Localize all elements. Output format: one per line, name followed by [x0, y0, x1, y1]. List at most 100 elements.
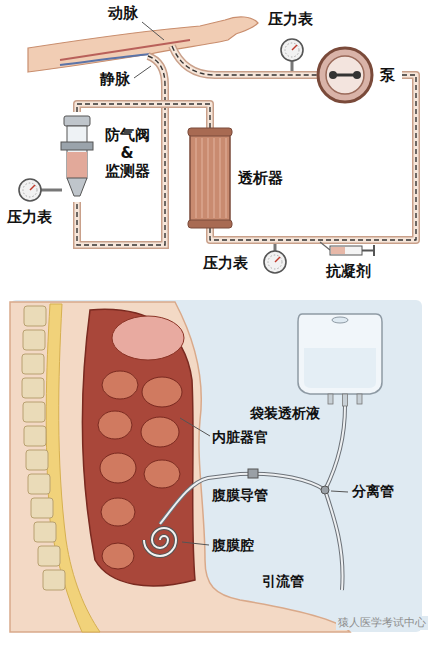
monitor-clamp: [61, 142, 93, 150]
gauge-dial: [281, 39, 303, 61]
tube-fill: [210, 75, 416, 240]
bag-port: [343, 394, 348, 406]
part-label: 腹膜导管: [212, 486, 268, 504]
blood-tube: [77, 104, 210, 128]
dialyzer-cap: [188, 128, 232, 136]
peritoneal-cavity: [82, 309, 195, 586]
catheter: [160, 474, 325, 524]
gauge-ticks: [23, 183, 37, 197]
needle: [320, 242, 330, 250]
node-label: 泵: [380, 66, 395, 84]
part-label: 引流管: [262, 572, 304, 590]
node-label: 压力表: [7, 208, 52, 226]
bag-port: [328, 394, 333, 404]
catheter-coil: [144, 528, 176, 556]
organ: [100, 453, 136, 483]
syringe-fluid: [331, 247, 345, 254]
vertebra: [23, 402, 45, 422]
pressure-gauge: 压力表: [266, 10, 316, 62]
gauge-stem: [291, 61, 294, 71]
node-label: 防气阀 & 监测器: [100, 126, 154, 180]
vertebra: [26, 450, 48, 470]
tube-outline: [77, 104, 210, 128]
connector: [248, 469, 258, 478]
leader-line: [142, 22, 164, 40]
leader-line: [331, 491, 348, 492]
plunger: [362, 250, 374, 252]
air-trap-monitor-shape: [58, 112, 156, 204]
dialyzer-cap: [188, 220, 232, 228]
vertebra: [28, 474, 50, 494]
air-trap-monitor: 防气阀 & 监测器: [58, 112, 156, 204]
trap-chamber: [67, 126, 87, 178]
dialysate-bag: 袋装透析液: [250, 308, 390, 426]
roller: [329, 71, 337, 79]
leader-line: [180, 418, 210, 436]
intestines: [98, 371, 182, 569]
vertebra: [22, 378, 44, 398]
trap-blood: [67, 152, 87, 178]
node-label: 袋装透析液: [250, 404, 320, 422]
junction: [321, 486, 329, 494]
bag-port: [357, 394, 362, 404]
node-label: 透析器: [238, 169, 283, 187]
trap-outlet: [67, 178, 87, 196]
leader-line: [134, 66, 151, 78]
node-label: 压力表: [268, 10, 313, 28]
gauge-needle: [30, 185, 35, 190]
dialysate: [304, 348, 376, 388]
tube-outline: [210, 75, 416, 240]
drain-tube: [325, 490, 343, 590]
vertebra: [31, 498, 53, 518]
anticoagulant-syringe: 抗凝剂: [318, 244, 382, 284]
gauge-ticks: [268, 255, 282, 269]
gauge-ticks: [285, 43, 299, 57]
vertebra: [38, 546, 60, 566]
vertebra: [22, 354, 44, 374]
hanger-hole: [332, 317, 348, 323]
panel-ground: [10, 300, 422, 632]
blood-tube: [210, 75, 416, 240]
organ: [98, 411, 132, 439]
node-label: 压力表: [203, 254, 248, 272]
gauge-dial: [19, 179, 41, 201]
gauge-stem: [41, 189, 62, 192]
syringe-barrel: [330, 246, 362, 255]
part-label: 内脏器官: [212, 428, 268, 446]
fibers: [196, 138, 226, 218]
tube-fill: [77, 104, 210, 128]
trap-cap: [64, 116, 90, 126]
organ: [112, 316, 184, 360]
vertebra: [24, 306, 46, 326]
organ: [141, 417, 179, 447]
organ: [102, 543, 134, 569]
drain-tube-outline: [325, 490, 343, 590]
flow-line: [210, 75, 416, 240]
gauge-needle: [292, 45, 297, 50]
pressure-gauge: 压力表: [4, 176, 56, 228]
vertebra: [34, 522, 56, 542]
organ: [101, 498, 135, 526]
arm: [28, 17, 258, 72]
spine: [22, 306, 65, 590]
gauge-dial: [264, 251, 286, 273]
catheter-outline: [160, 474, 325, 524]
part-label: 腹膜腔: [212, 536, 254, 554]
dialyzer-body: [190, 134, 230, 222]
pump-rotor-bed: [326, 56, 364, 94]
organ: [142, 377, 182, 407]
node-label: 抗凝剂: [326, 262, 371, 280]
vertebra: [24, 426, 46, 446]
organ: [144, 460, 180, 488]
flow-line: [77, 104, 210, 128]
gauge-needle: [275, 257, 280, 262]
gauge-stem: [274, 244, 277, 251]
organ: [102, 371, 138, 399]
pump: 泵: [316, 46, 402, 104]
vein-vessel: [60, 54, 150, 65]
part-label: 静脉: [100, 70, 130, 88]
watermark: 猿人医学考试中心: [336, 616, 428, 630]
pump-housing: [318, 48, 372, 102]
catheter-coil-outline: [144, 528, 176, 556]
